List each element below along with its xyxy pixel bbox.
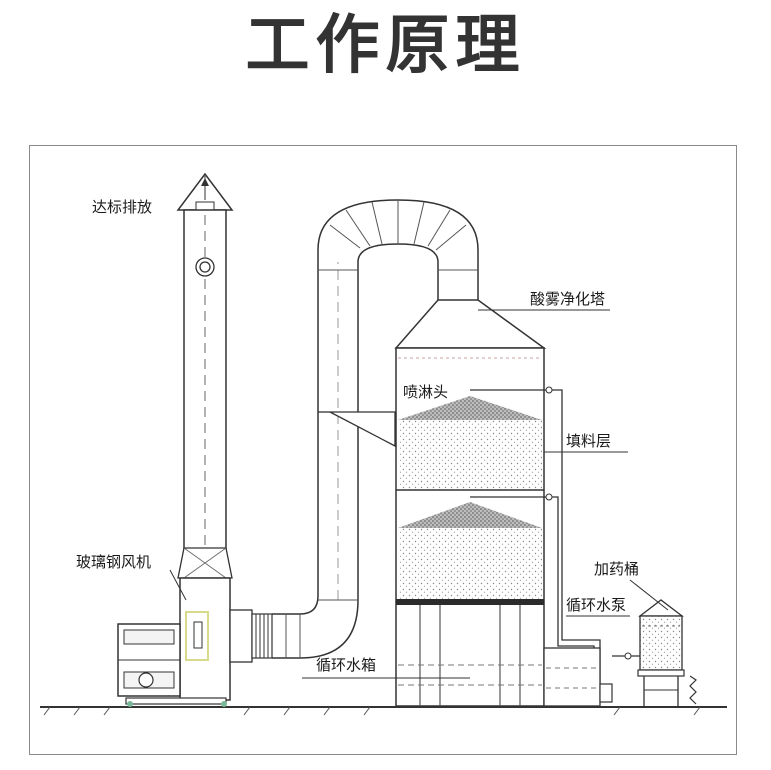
label-circulation-pump: 循环水泵 [566,596,626,614]
label-dosing-tank: 加药桶 [594,560,639,578]
page-title: 工作原理 [245,9,526,83]
fan-unit [117,611,227,707]
label-circulation-tank: 循环水箱 [316,656,376,674]
label-exhaust: 达标排放 [92,198,152,216]
ground-line [40,706,727,716]
label-spray-head: 喷淋头 [403,383,448,401]
circulation-piping [543,389,640,707]
label-packing-layer: 填料层 [566,432,611,450]
inlet-duct [229,199,479,663]
dosing-tank [637,599,697,706]
label-tower: 酸雾净化塔 [530,290,605,308]
scrubber-tower [394,299,553,707]
label-fan: 玻璃钢风机 [76,553,151,571]
exhaust-stack [176,172,234,701]
leader-lines [169,309,669,679]
